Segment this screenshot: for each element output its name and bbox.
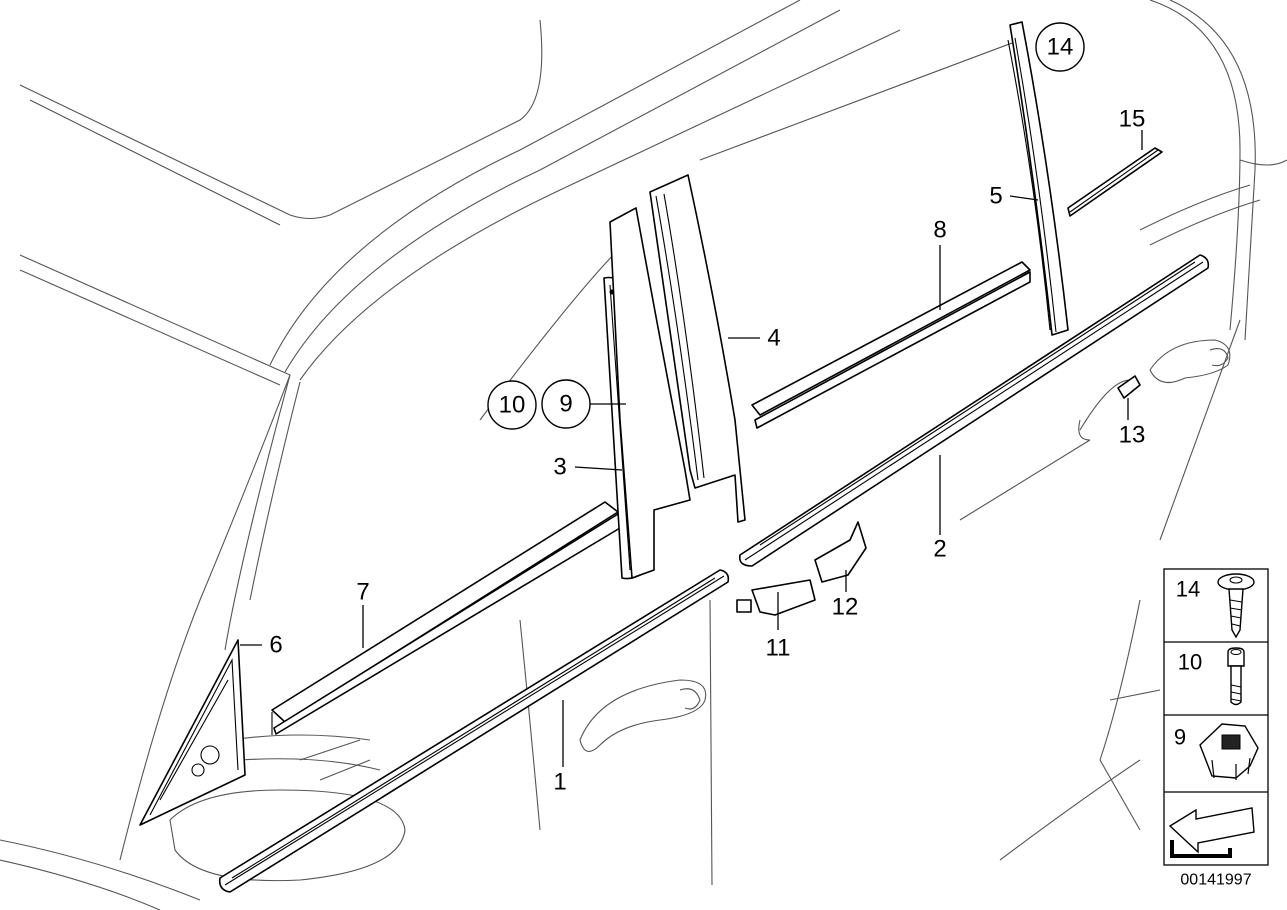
callout-14: 14 (1035, 22, 1085, 72)
svg-text:14: 14 (1176, 577, 1200, 602)
drawing-code: 00141997 (1180, 872, 1251, 889)
direction-arrow-icon (1168, 807, 1255, 858)
svg-text:3: 3 (553, 454, 566, 481)
svg-text:4: 4 (767, 325, 780, 352)
svg-text:2: 2 (933, 536, 946, 563)
svg-text:7: 7 (356, 579, 369, 606)
part-13-small-clip (1117, 375, 1141, 399)
svg-text:11: 11 (766, 635, 791, 662)
callout-12: 12 (832, 594, 859, 621)
callout-15: 15 (1119, 106, 1146, 133)
svg-text:14: 14 (1047, 34, 1074, 61)
callout-9: 9 (541, 379, 591, 429)
svg-text:13: 13 (1119, 422, 1146, 449)
callout-8: 8 (933, 217, 946, 244)
screw-icon (1217, 573, 1255, 639)
legend-item-9: 9 (1174, 723, 1259, 780)
callout-13: 13 (1119, 422, 1146, 449)
callout-5: 5 (989, 183, 1002, 210)
part-15-small-strip (1067, 147, 1163, 217)
callout-7: 7 (356, 579, 369, 606)
svg-text:1: 1 (553, 769, 566, 796)
part-6-mirror-triangle (139, 639, 246, 826)
callout-10: 10 (487, 380, 537, 430)
part-4-b-pillar-cover (609, 174, 746, 579)
part-7-front-window-strip (271, 501, 621, 735)
part-2-rear-door-channel (738, 254, 1210, 567)
svg-text:15: 15 (1119, 106, 1146, 133)
svg-text:5: 5 (989, 183, 1002, 210)
legend-item-10: 10 (1178, 647, 1245, 706)
svg-text:12: 12 (832, 594, 859, 621)
callout-4: 4 (767, 325, 780, 352)
svg-text:9: 9 (559, 391, 572, 418)
callout-11: 11 (766, 635, 791, 662)
callout-3: 3 (553, 454, 566, 481)
fastener-legend: 14 10 9 (1163, 568, 1269, 866)
legend-item-14: 14 (1176, 573, 1255, 639)
part-1-front-door-channel (218, 569, 730, 893)
svg-text:10: 10 (1178, 650, 1202, 675)
clip-nut-icon (1199, 723, 1259, 780)
svg-text:9: 9 (1174, 725, 1186, 750)
svg-text:8: 8 (933, 217, 946, 244)
callout-1: 1 (553, 769, 566, 796)
callout-2: 2 (933, 536, 946, 563)
svg-text:6: 6 (269, 632, 282, 659)
bolt-icon (1227, 647, 1245, 706)
svg-text:10: 10 (499, 392, 526, 419)
leader-lines (240, 130, 1143, 767)
part-8-rear-window-strip (751, 261, 1031, 429)
part-11-clip (736, 579, 816, 616)
part-12-bracket (814, 521, 867, 583)
callout-6: 6 (269, 632, 282, 659)
part-5-rear-frame-strip (1007, 21, 1069, 336)
